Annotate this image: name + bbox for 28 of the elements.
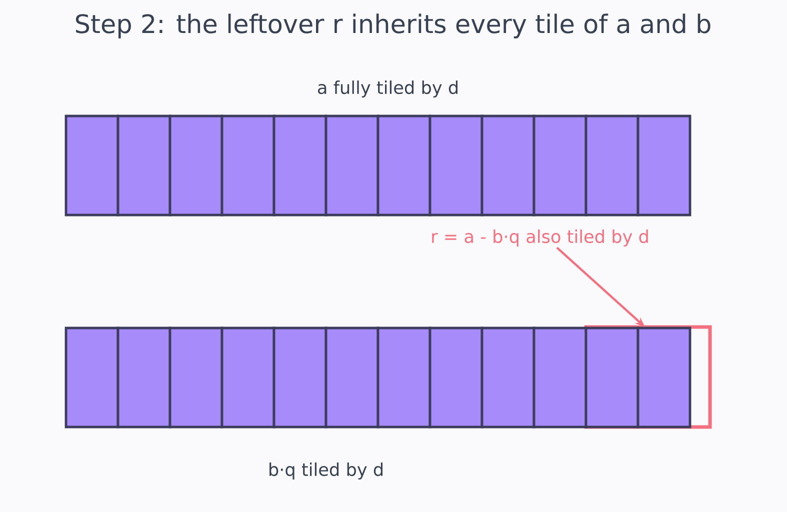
tile xyxy=(272,326,328,428)
tile xyxy=(376,114,432,216)
tile xyxy=(116,326,172,428)
tile xyxy=(636,326,692,428)
row-caption: b·q tiled by d xyxy=(270,462,382,480)
tile xyxy=(532,326,588,428)
tile xyxy=(220,114,276,216)
tile xyxy=(220,326,276,428)
tile xyxy=(428,326,484,428)
tile xyxy=(168,114,224,216)
tile xyxy=(324,326,380,428)
tile xyxy=(64,326,120,428)
row-caption: a fully tiled by d xyxy=(318,80,458,98)
tile xyxy=(532,114,588,216)
tile xyxy=(584,326,640,428)
tile xyxy=(584,114,640,216)
annotation-text: r = a - b·q also tiled by d xyxy=(432,230,648,247)
tile xyxy=(116,114,172,216)
tile xyxy=(428,114,484,216)
tile xyxy=(480,114,536,216)
tile xyxy=(480,326,536,428)
tile xyxy=(324,114,380,216)
tile xyxy=(272,114,328,216)
tile xyxy=(636,114,692,216)
title: Step 2: the leftover r inherits every tile of a and b xyxy=(76,14,710,38)
tile xyxy=(376,326,432,428)
tile xyxy=(168,326,224,428)
tile xyxy=(64,114,120,216)
